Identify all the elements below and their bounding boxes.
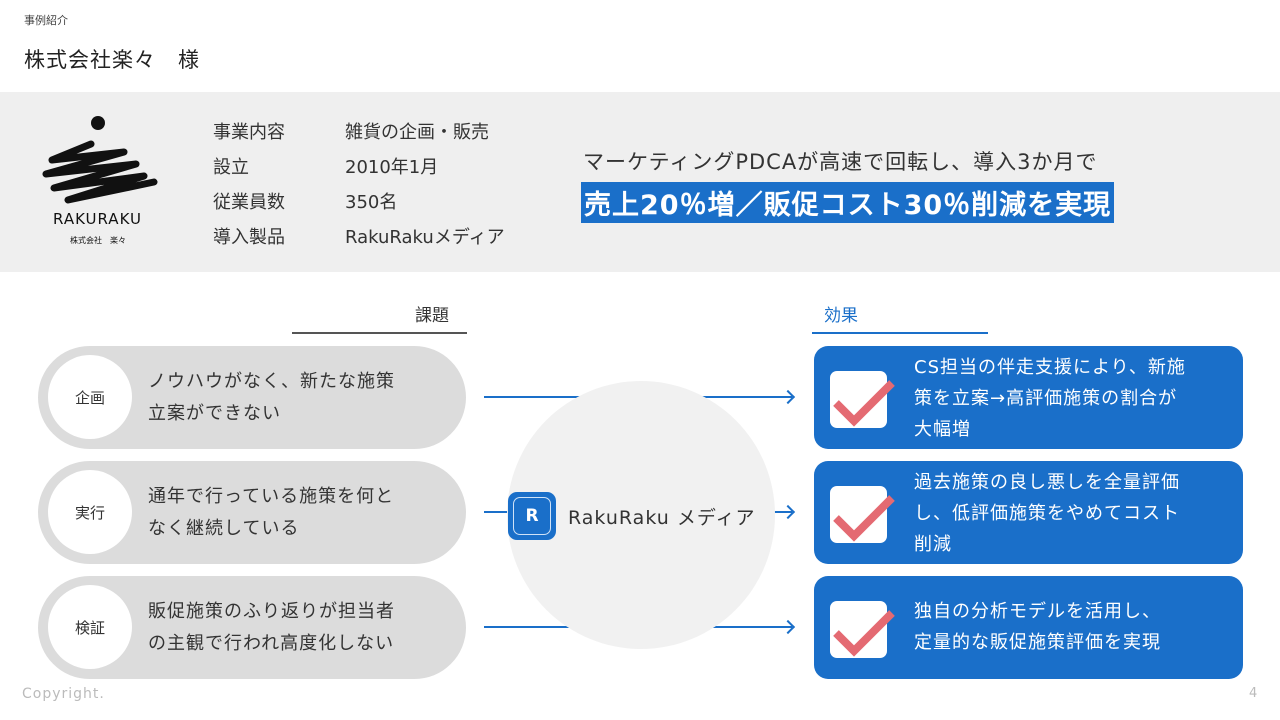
effect-text: CS担当の伴走支援により、新施 xyxy=(914,357,1186,378)
effect-card: CS担当の伴走支援により、新施策を立案→高評価施策の割合が大幅増 xyxy=(814,346,1243,449)
issue-card: 企画 ノウハウがなく、新たな施策立案ができない xyxy=(38,346,466,449)
issue-card: 実行 通年で行っている施策を何となく継続している xyxy=(38,461,466,564)
issue-card: 検証 販促施策のふり返りが担当者の主観で行われ高度化しない xyxy=(38,576,466,679)
issue-tag: 検証 xyxy=(48,585,132,669)
arrow-right-icon xyxy=(780,504,796,520)
info-label: 従業員数 xyxy=(213,192,285,213)
product-badge: R RakuRaku メディア xyxy=(508,492,756,540)
info-label: 事業内容 xyxy=(213,122,285,143)
product-app-icon: R xyxy=(508,492,556,540)
arrow-right-icon xyxy=(780,389,796,405)
effect-card: 過去施策の良し悪しを全量評価し、低評価施策をやめてコスト削減 xyxy=(814,461,1243,564)
effects-underline xyxy=(812,332,988,334)
checkbox-check-icon xyxy=(830,371,895,428)
info-value: RakuRakuメディア xyxy=(345,227,505,248)
issue-tag: 実行 xyxy=(48,470,132,554)
section-label: 事例紹介 xyxy=(24,14,68,27)
effect-card: 独自の分析モデルを活用し、定量的な販促施策評価を実現 xyxy=(814,576,1243,679)
logo-scribble-icon xyxy=(42,116,158,204)
info-value: 雑貨の企画・販売 xyxy=(345,122,489,143)
effect-text: 過去施策の良し悪しを全量評価 xyxy=(914,472,1180,493)
effect-text: し、低評価施策をやめてコスト xyxy=(914,503,1180,524)
issues-heading: 課題 xyxy=(415,306,449,326)
effect-text: 大幅増 xyxy=(914,419,971,440)
info-label: 設立 xyxy=(213,157,249,178)
checkbox-check-icon xyxy=(830,601,895,658)
effect-text: 独自の分析モデルを活用し、 xyxy=(914,601,1161,622)
company-logo: RAKURAKU 株式会社 楽々 xyxy=(36,112,166,252)
issue-tag: 企画 xyxy=(48,355,132,439)
headline-line1: マーケティングPDCAが高速で回転し、導入3か月で xyxy=(583,150,1098,174)
arrow-right-icon xyxy=(780,619,796,635)
effects-heading: 効果 xyxy=(824,306,858,326)
issue-text: ノウハウがなく、新たな施策 xyxy=(148,371,395,392)
info-value: 2010年1月 xyxy=(345,157,439,178)
issues-underline xyxy=(292,332,467,334)
headline-highlight: 売上20％増／販促コスト30％削減を実現 xyxy=(581,182,1115,223)
product-name: RakuRaku メディア xyxy=(568,506,756,529)
logo-subtext: 株式会社 楽々 xyxy=(70,236,126,245)
effect-text: 定量的な販促施策評価を実現 xyxy=(914,632,1161,653)
effect-text: 削減 xyxy=(914,534,952,555)
info-value: 350名 xyxy=(345,192,398,213)
issue-text: の主観で行われ高度化しない xyxy=(148,633,395,654)
issue-text: 通年で行っている施策を何と xyxy=(148,486,395,507)
info-label: 導入製品 xyxy=(213,227,285,248)
issue-text: 立案ができない xyxy=(148,403,281,424)
issue-text: 販促施策のふり返りが担当者 xyxy=(148,601,395,622)
copyright: Copyright. xyxy=(22,686,105,702)
checkbox-check-icon xyxy=(830,486,895,543)
issue-text: なく継続している xyxy=(148,518,300,539)
page-number: 4 xyxy=(1249,686,1258,701)
logo-text: RAKURAKU xyxy=(53,210,142,228)
page-title: 株式会社楽々 様 xyxy=(24,48,200,72)
effect-text: 策を立案→高評価施策の割合が xyxy=(914,388,1178,409)
